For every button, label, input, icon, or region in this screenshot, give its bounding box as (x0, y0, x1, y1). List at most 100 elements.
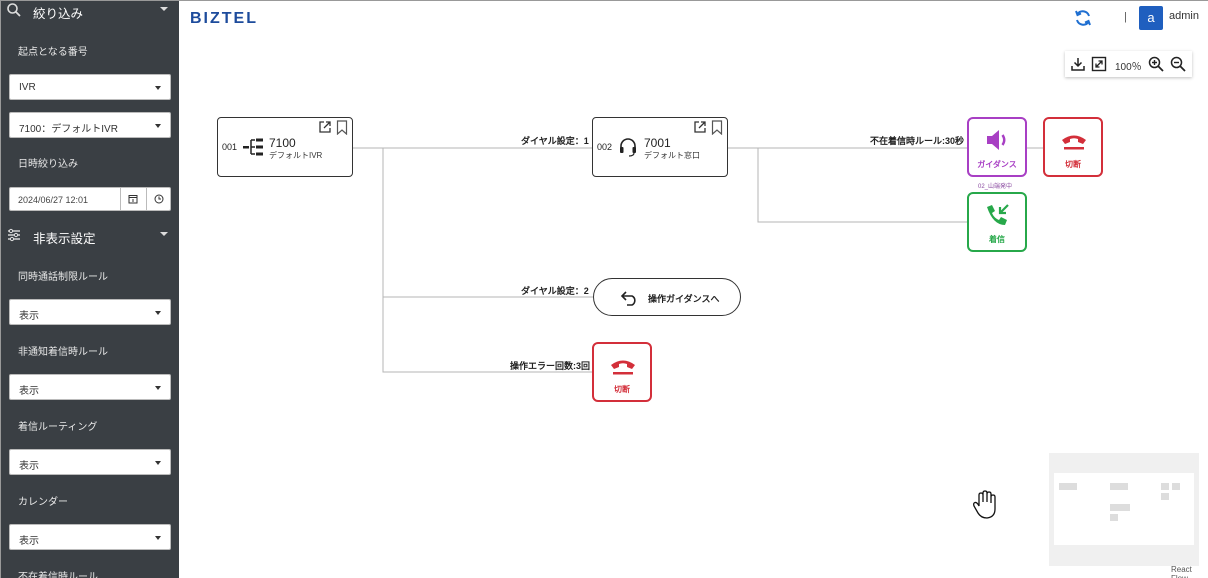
clock-icon (154, 194, 163, 204)
start-number-label: 起点となる番号 (18, 47, 88, 58)
calendar-button[interactable] (120, 188, 144, 210)
node-number: 7001 (644, 136, 671, 150)
external-link-icon[interactable] (318, 120, 332, 134)
setting-select-anonymous[interactable]: 表示 (9, 374, 171, 400)
headset-icon (620, 138, 636, 157)
external-link-icon[interactable] (693, 120, 707, 134)
date-input[interactable]: 2024/06/27 12:01 (9, 187, 171, 211)
guidance-label: ガイダンス (977, 160, 1017, 169)
start-number-value: 7100：デフォルトIVR (19, 124, 118, 135)
setting-value: 表示 (19, 311, 39, 322)
filter-title: 絞り込み (33, 6, 84, 21)
zoom-toolbar: 100％ (1065, 51, 1192, 77)
minimap-node (1161, 483, 1169, 490)
node-name: デフォルト窓口 (644, 151, 700, 160)
avatar[interactable]: a (1139, 6, 1163, 30)
setting-value: 表示 (19, 461, 39, 472)
ivr-node[interactable]: 001 7100 デフォルトIVR (217, 117, 353, 177)
start-number-select[interactable]: 7100：デフォルトIVR (9, 112, 171, 138)
edge-label-dial1: ダイヤル設定：1 (521, 136, 589, 146)
chevron-down-icon (160, 7, 168, 11)
caret-down-icon (155, 86, 161, 90)
top-header: BIZTEL | a admin (179, 1, 1208, 41)
minimap[interactable] (1049, 453, 1199, 566)
setting-value: 表示 (19, 536, 39, 547)
chevron-down-icon (160, 232, 168, 236)
date-filter-label: 日時絞り込み (18, 159, 78, 170)
setting-label-routing: 着信ルーティング (18, 422, 98, 433)
zoom-out-icon[interactable] (1169, 55, 1187, 73)
username[interactable]: admin (1169, 10, 1199, 22)
hangup-label: 切断 (614, 385, 630, 394)
edge-label-absence: 不在着信時ルール:30秒 (870, 136, 965, 146)
bookmark-icon[interactable] (711, 120, 723, 135)
hangup-node[interactable]: 切断 (1043, 117, 1103, 177)
edge-ivr-error (382, 148, 593, 373)
queue-node[interactable]: 002 7001 デフォルト窓口 (592, 117, 728, 177)
sliders-icon (8, 228, 20, 242)
filter-section-header[interactable]: 絞り込み (1, 1, 179, 25)
minimap-node (1161, 493, 1169, 500)
return-arrow-icon (620, 291, 636, 306)
hangup-phone-icon (611, 360, 635, 375)
incoming-label: 着信 (989, 235, 1005, 244)
caret-down-icon (155, 536, 161, 540)
filter-sidebar: 絞り込み 起点となる番号 IVR 7100：デフォルトIVR 日時絞り込み 20… (1, 1, 179, 578)
node-id: 002 (597, 142, 613, 152)
speaker-icon (987, 130, 1006, 150)
minimap-node (1110, 514, 1118, 521)
guidance-subtext: 02_山端発中 (978, 184, 1013, 190)
setting-value: 表示 (19, 386, 39, 397)
node-id: 001 (222, 142, 238, 152)
guidance-node[interactable]: ガイダンス (967, 117, 1027, 177)
time-button[interactable] (146, 188, 170, 210)
refresh-icon[interactable] (1073, 8, 1093, 28)
hangup-label: 切断 (1065, 160, 1081, 169)
hide-settings-header[interactable]: 非表示設定 (1, 224, 179, 250)
hangup-node-2[interactable]: 切断 (592, 342, 652, 402)
setting-label-absence: 不在着信時ルール (18, 572, 98, 578)
caret-down-icon (155, 461, 161, 465)
hangup-phone-icon (1062, 135, 1086, 150)
caret-down-icon (155, 386, 161, 390)
minimap-node (1110, 483, 1128, 490)
search-icon (7, 3, 21, 17)
zoom-in-icon[interactable] (1147, 55, 1165, 73)
back-to-guidance-node[interactable]: 操作ガイダンスへ (593, 278, 741, 316)
minimap-node (1110, 504, 1130, 511)
header-separator: | (1124, 11, 1127, 23)
edge-label-dial2: ダイヤル設定：2 (521, 286, 589, 296)
flow-edges (352, 147, 1043, 373)
setting-select-concurrent[interactable]: 表示 (9, 299, 171, 325)
minimap-node (1059, 483, 1077, 490)
node-number: 7100 (269, 136, 296, 150)
date-value: 2024/06/27 12:01 (18, 195, 89, 205)
setting-label-anonymous: 非通知着信時ルール (18, 347, 108, 358)
ivr-tree-icon (243, 138, 263, 156)
incoming-node[interactable]: 着信 (967, 192, 1027, 252)
hide-settings-title: 非表示設定 (33, 231, 96, 246)
zoom-level: 100％ (1115, 62, 1142, 73)
setting-label-concurrent: 同時通話制限ルール (18, 272, 108, 283)
start-type-select[interactable]: IVR (9, 74, 171, 100)
setting-select-calendar[interactable]: 表示 (9, 524, 171, 550)
incoming-call-icon (987, 204, 1009, 225)
bookmark-icon[interactable] (336, 120, 348, 135)
calendar-icon (128, 195, 137, 204)
react-flow-attribution[interactable]: React Flow (1171, 565, 1192, 578)
node-name: デフォルトIVR (269, 151, 323, 160)
edge-label-error: 操作エラー回数:3回 (510, 361, 591, 371)
start-type-value: IVR (19, 82, 36, 93)
setting-select-routing[interactable]: 表示 (9, 449, 171, 475)
caret-down-icon (155, 124, 161, 128)
grab-hand-cursor-icon (973, 490, 996, 519)
edge-queue-incoming (757, 148, 967, 223)
biztel-logo: BIZTEL (190, 10, 258, 27)
flow-canvas[interactable]: 100％ 001 7100 デフォルトIVR 002 7 (179, 41, 1208, 578)
caret-down-icon (155, 311, 161, 315)
setting-label-calendar: カレンダー (18, 497, 68, 508)
minimap-node (1172, 483, 1180, 490)
fit-view-icon[interactable] (1090, 55, 1108, 73)
download-icon[interactable] (1069, 55, 1087, 73)
